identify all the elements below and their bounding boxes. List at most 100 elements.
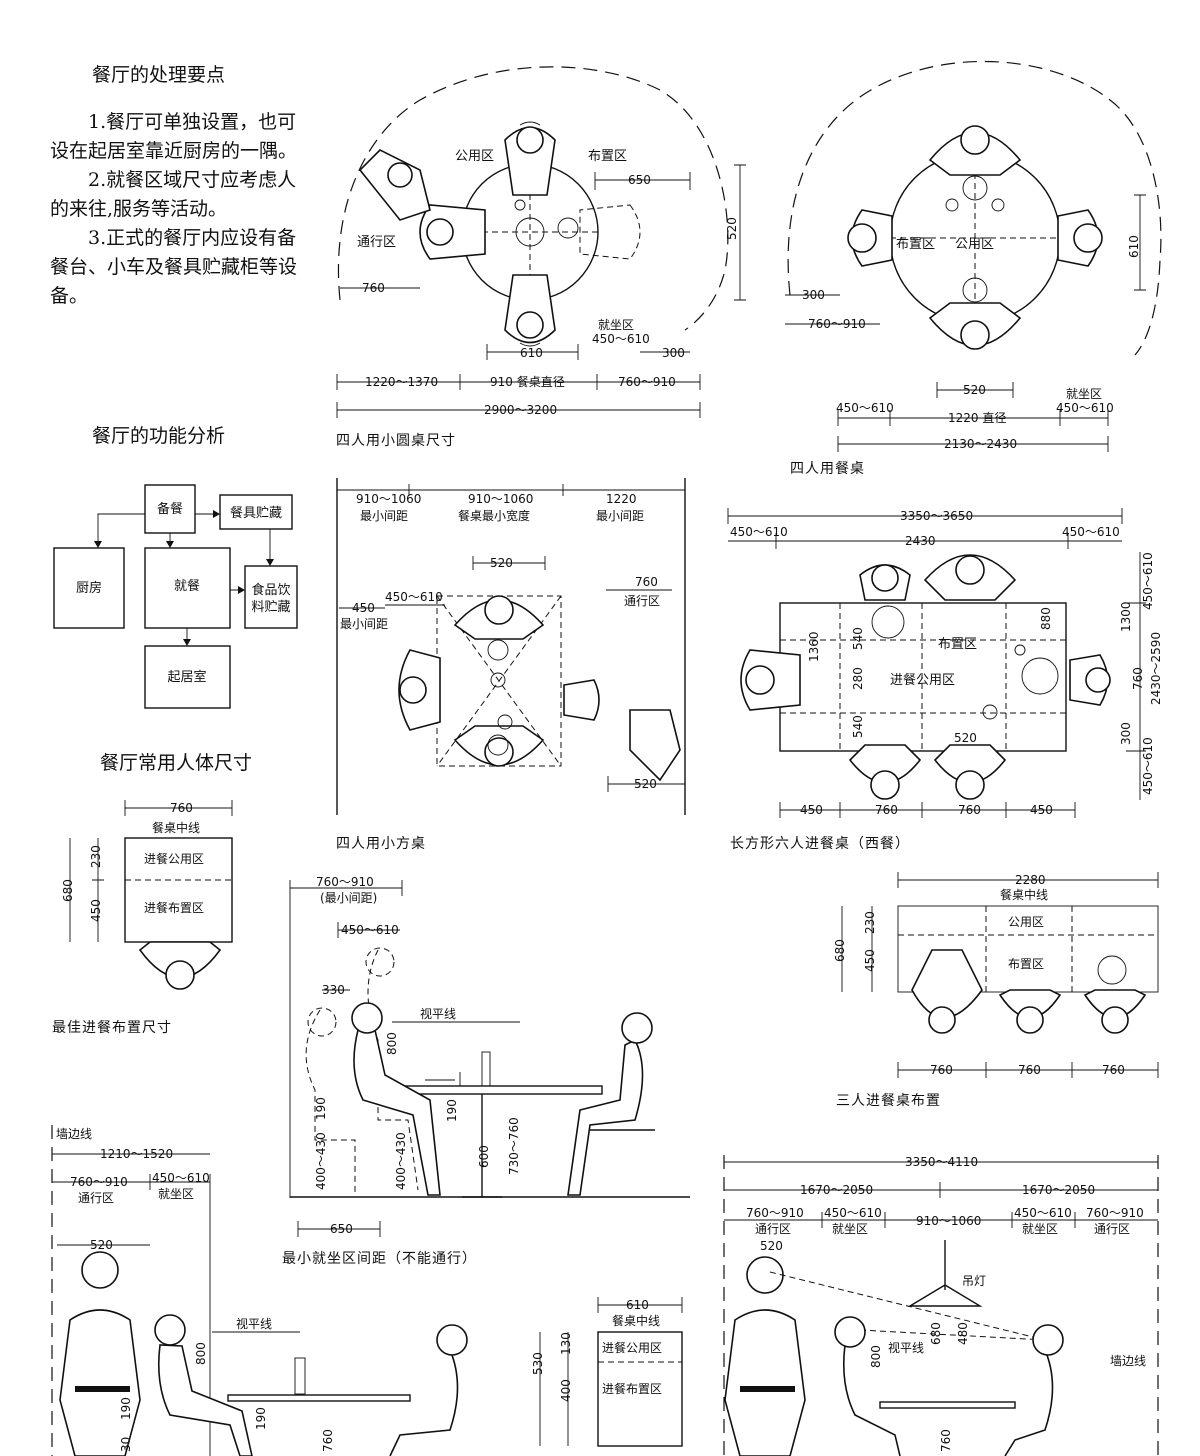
small-dim-610: 610 — [626, 1298, 649, 1312]
best-label-gongyong: 进餐公用区 — [144, 851, 204, 866]
flow-box-shipin — [244, 565, 298, 629]
caption-best-layout: 最佳进餐布置尺寸 — [52, 1020, 172, 1036]
min-dim-400-430-b: 400～430 — [394, 1132, 408, 1190]
small-label-centerline: 餐桌中线 — [612, 1313, 660, 1328]
min-dim-190-a: 190 — [314, 1097, 328, 1120]
long-label-sight: 视平线 — [888, 1340, 924, 1355]
flow-box-canju — [219, 494, 293, 530]
small-dim-400: 400 — [559, 1379, 573, 1402]
flow-label-jiucan: 就餐 — [174, 578, 200, 594]
rect-label-buzhi: 布置区 — [938, 637, 977, 652]
rect-label-gongyong: 进餐公用区 — [890, 672, 955, 688]
square-dim-520: 520 — [490, 556, 513, 570]
point-2: 2.就餐区域尺寸应考虑人的来往,服务等活动。 — [50, 169, 297, 220]
three-dim-760-a: 760 — [930, 1063, 953, 1077]
round-label-buzhi: 布置区 — [588, 149, 627, 164]
long-dim-1670-2050-a: 1670～2050 — [800, 1183, 873, 1197]
long-dim-910-1060: 910～1060 — [916, 1214, 981, 1228]
best-label-buzhi: 进餐布置区 — [144, 900, 204, 915]
flow-box-jiucan — [144, 547, 231, 629]
round-dim-300: 300 — [662, 346, 685, 360]
flow-label-shipin-2: 料贮藏 — [251, 600, 290, 615]
long-dim-450-610-b: 450～610 — [1014, 1206, 1072, 1220]
min-label-min: (最小间距) — [320, 891, 377, 905]
long-label-tong-a: 通行区 — [755, 1222, 791, 1236]
min-dim-650: 650 — [330, 1222, 353, 1236]
square-dim-450-610: 450～610 — [385, 590, 443, 604]
min-dim-190-b: 190 — [445, 1099, 459, 1122]
round-dim-910: 910 餐桌直径 — [490, 374, 565, 389]
rect-dim-r300: 300 — [1119, 722, 1133, 745]
square-dim-1220: 1220 — [606, 492, 637, 506]
rect-dim-540-b: 540 — [851, 715, 865, 738]
best-dim-450: 450 — [89, 899, 103, 922]
square-dim-760: 760 — [635, 575, 658, 589]
long-dim-3350-4110: 3350～4110 — [905, 1155, 978, 1169]
long-dim-450-610-a: 450～610 — [824, 1206, 882, 1220]
wall-dim-450-610: 450～610 — [152, 1171, 210, 1185]
min-seat-section: 760～910 (最小间距) 450～610 330 视平线 800 190 — [289, 875, 690, 1237]
four-label-buzhi: 布置区 — [896, 237, 935, 252]
point-1: 1.餐厅可单独设置，也可设在起居室靠近厨房的一隅。 — [50, 111, 298, 162]
wall-label-wall: 墙边线 — [56, 1127, 92, 1141]
long-label-jiu-b: 就坐区 — [1022, 1222, 1058, 1236]
long-label-lamp: 吊灯 — [962, 1274, 986, 1288]
four-dim-450-610-r: 450～610 — [1056, 401, 1114, 415]
square-label-min-width: 餐桌最小宽度 — [458, 508, 530, 523]
rect-dim-b760-b: 760 — [958, 803, 981, 817]
round-label-gongyong: 公用区 — [455, 149, 494, 164]
rect-dim-b450-a: 450 — [800, 803, 823, 817]
wall-dim-1210-1520: 1210～1520 — [100, 1147, 173, 1161]
wall-section: 墙边线 1210～1520 760～910 通行区 450～610 就坐区 52… — [51, 1125, 468, 1456]
wall-dim-190-b: 190 — [254, 1407, 268, 1430]
min-dim-800: 800 — [385, 1032, 399, 1055]
rect-dim-450-610-r: 450～610 — [1062, 525, 1120, 539]
round-dim-520: 520 — [725, 217, 739, 240]
wall-label-jiuzuo: 就坐区 — [158, 1187, 194, 1201]
wall-dim-30: 30 — [119, 1437, 133, 1452]
four-dim-1220: 1220 直径 — [948, 411, 1006, 425]
long-section: 3350～4110 1670～2050 1670～2050 760～910 通行… — [723, 1155, 1159, 1456]
caption-rect-table: 长方形六人进餐桌（西餐） — [730, 836, 910, 852]
caption-square-table: 四人用小方桌 — [336, 836, 426, 852]
round-dim-760-910: 760～910 — [618, 375, 676, 389]
four-dim-450-610-l: 450～610 — [836, 401, 894, 415]
caption-min-seat: 最小就坐区间距（不能通行） — [282, 1251, 477, 1267]
four-table-plan: 布置区 公用区 610 300 760～910 520 就坐区 450～610 … — [785, 60, 1162, 452]
flow-box-chufang — [53, 547, 125, 629]
rect-table-plan: 3350～3650 450～610 450～610 2430 布置区 进餐公用区… — [727, 508, 1163, 818]
round-table-plan: 公用区 布置区 通行区 650 520 760 就坐区 450～610 610 … — [336, 66, 746, 418]
long-dim-760-910-a: 760～910 — [746, 1206, 804, 1220]
four-label-gongyong: 公用区 — [955, 237, 994, 252]
round-dim-650: 650 — [628, 173, 651, 187]
square-dim-520-b: 520 — [634, 777, 657, 791]
rect-dim-880: 880 — [1039, 607, 1053, 630]
three-label-buzhi: 布置区 — [1008, 957, 1044, 971]
round-dim-760: 760 — [362, 281, 385, 295]
three-dim-450: 450 — [863, 949, 877, 972]
min-dim-330: 330 — [322, 983, 345, 997]
caption-three-table: 三人进餐桌布置 — [836, 1093, 941, 1109]
heading-body-dims: 餐厅常用人体尺寸 — [100, 752, 253, 774]
min-dim-600: 600 — [477, 1145, 491, 1168]
three-dim-760-c: 760 — [1102, 1063, 1125, 1077]
rect-dim-1360: 1360 — [807, 631, 821, 662]
round-dim-450-610: 450～610 — [592, 332, 650, 346]
wall-dim-760: 760 — [321, 1429, 335, 1452]
min-label-sight: 视平线 — [420, 1006, 456, 1021]
long-dim-680: 680 — [929, 1322, 943, 1345]
square-dim-910-1060-a: 910～1060 — [356, 492, 421, 506]
round-dim-1220-1370: 1220～1370 — [365, 375, 438, 389]
rect-dim-r1300: 1300 — [1119, 601, 1133, 632]
rect-dim-2430: 2430 — [905, 534, 936, 548]
square-label-min-d: 最小间距 — [340, 617, 388, 631]
square-dim-910-1060-b: 910～1060 — [468, 492, 533, 506]
small-table: 610 餐桌中线 进餐公用区 进餐布置区 130 400 530 — [531, 1297, 683, 1447]
flow-label-canju: 餐具贮藏 — [230, 505, 282, 521]
round-label-jiuzuo: 就坐区 — [598, 318, 634, 332]
three-dim-2280: 2280 — [1015, 873, 1046, 887]
four-dim-760-910: 760～910 — [808, 317, 866, 331]
long-dim-760-910-b: 760～910 — [1086, 1206, 1144, 1220]
long-label-wall: 墙边线 — [1110, 1354, 1146, 1368]
